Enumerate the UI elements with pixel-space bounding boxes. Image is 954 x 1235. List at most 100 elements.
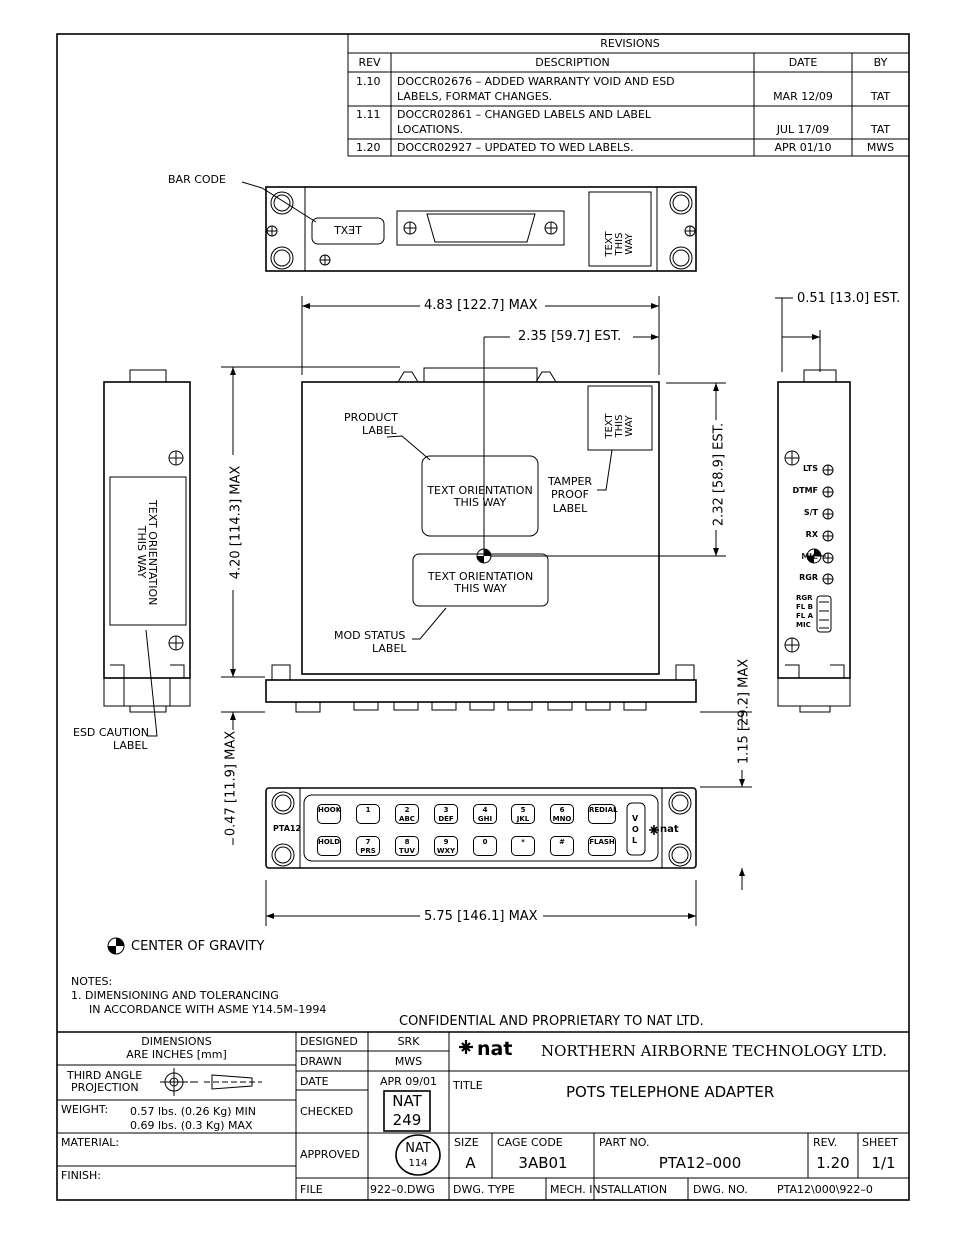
- key-hash: #: [550, 836, 574, 856]
- hold-key: HOLD: [317, 836, 341, 856]
- redial-key: REDIAL: [588, 804, 618, 824]
- size-label: SIZE: [454, 1136, 479, 1149]
- key-label: 4: [482, 806, 488, 814]
- company-logo: nat: [477, 1038, 513, 1060]
- key-label: 8: [404, 838, 410, 846]
- hook-key: HOOK: [317, 804, 341, 824]
- dwg-no-label: DWG. NO.: [693, 1183, 748, 1196]
- dwg-type-value: MECH. INSTALLATION: [550, 1183, 668, 1196]
- rev-desc-line: DOCCR02676 – ADDED WARRANTY VOID AND ESD: [397, 75, 675, 88]
- led-label: MIC: [801, 552, 818, 561]
- dim-height: 4.20 [114.3] MAX: [228, 465, 244, 580]
- switch-label: RGR: [796, 594, 813, 602]
- key-label: FLASH: [589, 838, 615, 846]
- approved-stamp: NAT: [405, 1141, 431, 1156]
- tamper-label-caption: TAMPER: [547, 475, 593, 488]
- file-label: FILE: [300, 1183, 323, 1196]
- cage-value: 3AB01: [518, 1154, 568, 1172]
- designed-label: DESIGNED: [300, 1035, 358, 1048]
- key-label: 6: [559, 806, 565, 814]
- esd-caution-caption: LABEL: [113, 739, 148, 752]
- key-sub: PRS: [360, 847, 376, 855]
- plan-label-text-this-way: TEXT THIS WAY: [604, 402, 635, 450]
- rev-desc-line: LOCATIONS.: [397, 123, 464, 136]
- rev-cell: 1.10: [356, 75, 381, 88]
- key-label: 9: [443, 838, 449, 846]
- rev-value: 1.20: [816, 1154, 850, 1172]
- volume-label: V: [632, 814, 639, 823]
- rev-date: JUL 17/09: [776, 123, 830, 136]
- weight-label: WEIGHT:: [61, 1103, 109, 1116]
- file-value: 922–0.DWG: [370, 1183, 435, 1196]
- date-value: APR 09/01: [380, 1075, 437, 1088]
- date-label: DATE: [300, 1075, 329, 1088]
- left-side-view: [103, 369, 191, 737]
- drawn-label: DRAWN: [300, 1055, 342, 1068]
- led-label: LTS: [803, 464, 818, 473]
- title-label: TITLE: [453, 1079, 483, 1092]
- center-of-gravity-legend: CENTER OF GRAVITY: [131, 939, 265, 954]
- material-label: MATERIAL:: [61, 1136, 120, 1149]
- rev-date: APR 01/10: [774, 141, 832, 154]
- units-label: ARE INCHES [mm]: [126, 1048, 227, 1061]
- revisions-title: REVISIONS: [600, 37, 660, 50]
- product-label-caption: LABEL: [362, 424, 397, 437]
- front-brand: nat: [660, 824, 679, 835]
- product-label-text: TEXT ORIENTATION: [427, 484, 533, 497]
- front-view: [265, 787, 697, 869]
- text-line: WAY: [624, 233, 635, 255]
- bar-code-text: TEXT: [334, 224, 362, 237]
- esd-caution-caption: ESD CAUTION: [73, 726, 150, 739]
- key-label: 5: [520, 806, 526, 814]
- dim-cg-height: 2.32 [58.9] EST.: [711, 422, 727, 527]
- rev-cell: 1.20: [356, 141, 381, 154]
- rev-cell: 1.11: [356, 108, 381, 121]
- size-value: A: [465, 1154, 476, 1172]
- key-sub: MNO: [552, 815, 572, 823]
- switch-label: MIC: [796, 621, 811, 629]
- rev-by: TAT: [870, 123, 891, 136]
- checked-stamp: NAT: [392, 1092, 422, 1110]
- rev-header: REV: [358, 56, 381, 69]
- rev-desc-line: DOCCR02861 – CHANGED LABELS AND LABEL: [397, 108, 652, 121]
- checked-stamp: 249: [392, 1111, 422, 1129]
- volume-label: L: [632, 836, 638, 845]
- projection-label: THIRD ANGLE: [67, 1069, 143, 1082]
- by-header: BY: [873, 56, 888, 69]
- key-label: REDIAL: [589, 806, 618, 814]
- key-label: #: [559, 838, 565, 846]
- sheet-value: 1/1: [871, 1154, 896, 1172]
- text-line: WAY: [624, 415, 635, 437]
- key-label: 0: [482, 838, 488, 846]
- sheet-label: SHEET: [862, 1136, 898, 1149]
- notes-line: IN ACCORDANCE WITH ASME Y14.5M–1994: [89, 1003, 327, 1016]
- key-label: 2: [404, 806, 410, 814]
- product-label-caption: PRODUCT: [344, 411, 398, 424]
- drawing-title: POTS TELEPHONE ADAPTER: [566, 1083, 775, 1101]
- mod-label-text: TEXT ORIENTATION: [427, 570, 534, 583]
- key-sub: JKL: [516, 815, 530, 823]
- cg-legend-symbol: [107, 937, 125, 955]
- text-line: TEXT ORIENTATION: [146, 500, 159, 606]
- switch-label: FL B: [796, 603, 814, 611]
- flash-key: FLASH: [588, 836, 616, 856]
- key-label: 1: [365, 806, 371, 814]
- mod-status-caption: MOD STATUS: [334, 629, 406, 642]
- description-header: DESCRIPTION: [535, 56, 610, 69]
- key-label: 7: [365, 838, 371, 846]
- key-label: HOOK: [318, 806, 342, 814]
- part-value: PTA12–000: [658, 1154, 742, 1172]
- dim-flange: 0.47 [11.9] MAX: [223, 730, 239, 837]
- checked-label: CHECKED: [300, 1105, 354, 1118]
- esd-label-text: TEXT ORIENTATION THIS WAY: [135, 500, 159, 606]
- part-label: PART NO.: [599, 1136, 650, 1149]
- key-label: *: [521, 838, 525, 846]
- volume-label: O: [632, 825, 639, 834]
- switch-label: FL A: [796, 612, 814, 620]
